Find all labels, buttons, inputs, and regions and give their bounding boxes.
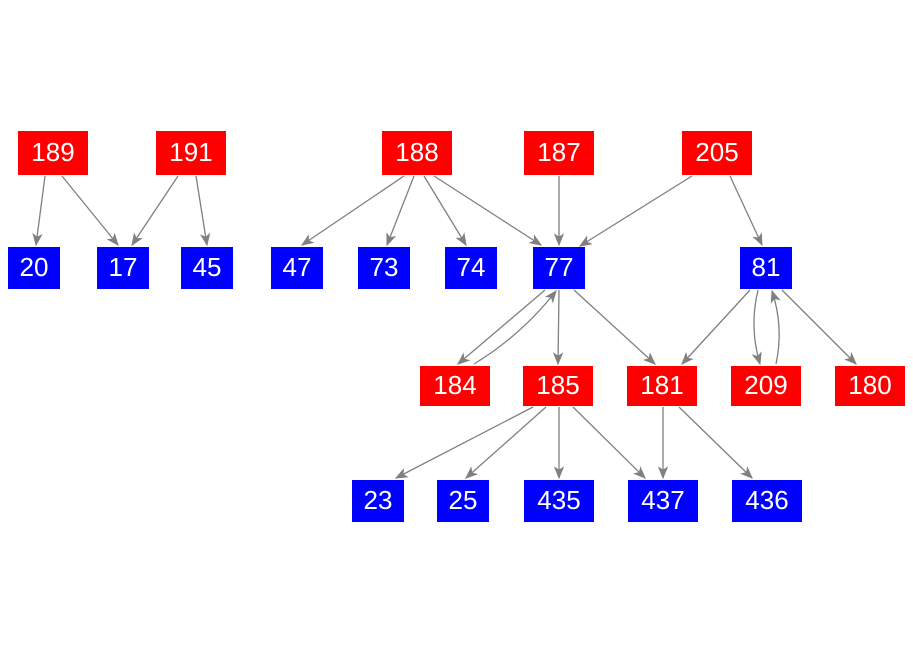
- graph-edge-189-to-20: [32, 175, 46, 247]
- graph-node-label: 181: [640, 370, 684, 400]
- graph-node-81[interactable]: 81: [740, 247, 792, 289]
- graph-node-20[interactable]: 20: [8, 247, 60, 289]
- graph-edge-185-to-23: [394, 406, 534, 479]
- graph-node-label: 23: [363, 485, 393, 515]
- graph-node-189[interactable]: 189: [18, 131, 88, 175]
- graph-node-187[interactable]: 187: [524, 131, 594, 175]
- graph-node-label: 47: [282, 252, 312, 282]
- graph-node-188[interactable]: 188: [382, 131, 452, 175]
- graph-node-180[interactable]: 180: [835, 366, 905, 406]
- graph-edge-181-to-436: [678, 406, 753, 479]
- graph-node-label: 209: [744, 370, 788, 400]
- graph-node-label: 73: [369, 252, 399, 282]
- graph-node-label: 437: [641, 485, 685, 515]
- graph-edge-188-to-77: [433, 175, 543, 246]
- graph-edge-81-to-209: [751, 289, 762, 366]
- graph-node-25[interactable]: 25: [437, 480, 489, 522]
- graph-edge-188-to-73: [386, 175, 415, 247]
- graph-node-23[interactable]: 23: [352, 480, 404, 522]
- graph-node-label: 188: [395, 137, 439, 167]
- graph-edge-205-to-81: [729, 175, 763, 247]
- graph-node-label: 81: [751, 252, 781, 282]
- graph-node-436[interactable]: 436: [732, 480, 802, 522]
- graph-node-label: 180: [848, 370, 892, 400]
- graph-edge-77-to-185: [552, 289, 564, 366]
- graph-edge-188-to-47: [300, 175, 405, 246]
- graph-node-205[interactable]: 205: [682, 131, 752, 175]
- graph-node-label: 191: [169, 137, 213, 167]
- graph-node-label: 189: [31, 137, 75, 167]
- graph-edge-77-to-184: [457, 289, 546, 365]
- graph-node-label: 436: [745, 485, 789, 515]
- graph-node-209[interactable]: 209: [731, 366, 801, 406]
- graph-node-73[interactable]: 73: [358, 247, 410, 289]
- graph-node-191[interactable]: 191: [156, 131, 226, 175]
- graph-node-label: 187: [537, 137, 581, 167]
- graph-node-77[interactable]: 77: [533, 247, 585, 289]
- graph-node-17[interactable]: 17: [97, 247, 149, 289]
- graph-edge-185-to-25: [465, 406, 547, 479]
- graph-node-181[interactable]: 181: [627, 366, 697, 406]
- edge-group: [32, 175, 857, 480]
- graph-node-74[interactable]: 74: [445, 247, 497, 289]
- graph-node-label: 20: [19, 252, 49, 282]
- graph-edge-185-to-437: [572, 406, 646, 479]
- graph-edge-191-to-45: [195, 175, 211, 247]
- graph-edge-81-to-180: [781, 289, 857, 365]
- graph-node-label: 77: [544, 252, 574, 282]
- graph-edge-189-to-17: [61, 175, 119, 247]
- graph-node-47[interactable]: 47: [271, 247, 323, 289]
- graph-node-45[interactable]: 45: [181, 247, 233, 289]
- graph-node-label: 435: [537, 485, 581, 515]
- graph-node-184[interactable]: 184: [420, 366, 490, 406]
- graph-node-label: 74: [456, 252, 486, 282]
- graph-node-437[interactable]: 437: [628, 480, 698, 522]
- graph-node-label: 185: [536, 370, 580, 400]
- graph-node-435[interactable]: 435: [524, 480, 594, 522]
- graph-edge-205-to-77: [578, 175, 693, 247]
- graph-node-label: 45: [192, 252, 222, 282]
- graph-edge-191-to-17: [131, 175, 179, 247]
- graph-edge-188-to-74: [423, 175, 467, 247]
- graph-edge-77-to-181: [573, 289, 656, 365]
- graph-node-label: 184: [433, 370, 477, 400]
- graph-node-label: 205: [695, 137, 739, 167]
- graph-node-185[interactable]: 185: [523, 366, 593, 406]
- graph-edge-81-to-181: [681, 289, 751, 365]
- graph-node-label: 25: [448, 485, 478, 515]
- graph-node-label: 17: [108, 252, 138, 282]
- graph-edge-209-to-81: [770, 289, 781, 365]
- graph-edge-184-to-77: [473, 289, 557, 365]
